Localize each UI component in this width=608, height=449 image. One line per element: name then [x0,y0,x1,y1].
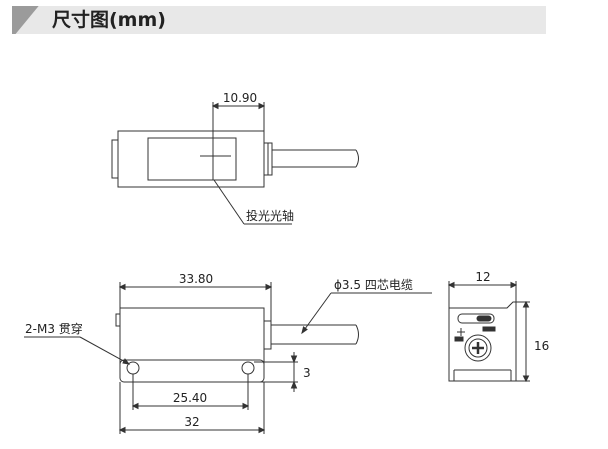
front-view-body [119,307,265,365]
top-view [111,102,359,225]
label-33-80: 33.80 [179,272,213,286]
section-header: 尺寸图(mm) [12,6,546,34]
top-view-lens-window [147,137,237,181]
side-view [447,281,530,383]
section-title: 尺寸图(mm) [52,9,166,31]
label-3: 3 [303,366,311,380]
top-view-cable-end [355,149,359,168]
label-10-90: 10.90 [223,91,257,105]
label-optical-axis: 投光光轴 [246,208,294,223]
label-mount-holes: 2-M3 贯穿 [25,321,83,336]
cable-leader [301,292,332,334]
label-32: 32 [184,415,199,429]
top-view-left-nub [111,139,119,179]
label-12: 12 [475,270,490,284]
front-view [24,282,432,434]
top-view-axis-leader [213,179,245,225]
label-cable: ϕ3.5 四芯电缆 [334,278,413,292]
indicator-led [476,315,492,322]
label-16: 16 [534,339,549,353]
front-view-flange [119,359,265,383]
mount-hole-leader [79,336,130,365]
front-view-cable-gland [263,320,272,350]
sensitivity-marks [454,326,496,342]
label-25-40: 25.40 [173,391,207,405]
